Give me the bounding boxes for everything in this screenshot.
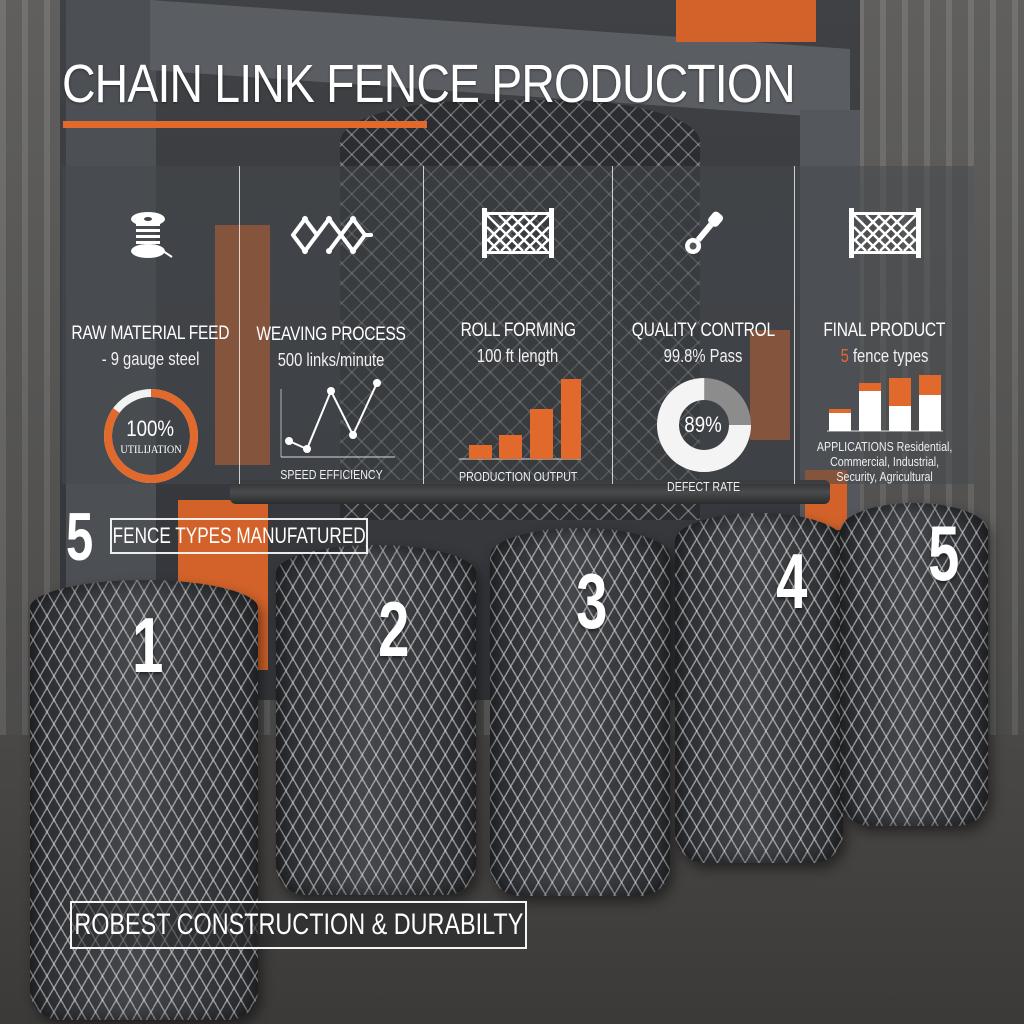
step-title: RAW MATERIAL FEED [71,323,230,344]
fence-roll-3 [490,528,670,896]
fence-types-label: FENCE TYPES MANUFATURED [112,523,366,548]
process-stats-panel: RAW MATERIAL FEED - 9 gauge steel 100% U… [62,166,974,494]
chart-label: PRODUCTION OUTPUT [458,469,578,484]
durability-label: ROBEST CONSTRUCTION & DURABILTY [74,908,523,941]
step-value: - 9 gauge steel [101,349,200,369]
final-product-stacked-bar-chart [826,373,943,433]
speed-efficiency-line-chart [267,377,397,463]
fence-roll-5 [840,503,988,826]
step-final-product: FINAL PRODUCT 5 fence types APPLICATIONS… [795,166,974,484]
roll-number: 5 [928,509,960,597]
step-title: WEAVING PROCESS [256,324,407,345]
roll-number: 1 [132,601,164,689]
fence-panel-icon [847,206,923,260]
fence-roll-4 [675,513,843,863]
chain-link-weave-icon [289,206,375,264]
step-quality-control: QUALITY CONTROL 99.8% Pass 89% DEFECT RA… [613,166,795,494]
fence-roll-2 [276,545,476,895]
utilization-donut: 100% UTILIJATION [103,388,199,484]
page-title: CHAIN LINK FENCE PRODUCTION [62,54,796,114]
step-value: 100 ft length [477,346,559,366]
machine-bracket [676,0,816,42]
step-title: ROLL FORMING [460,320,576,341]
applications-list: APPLICATIONS Residential, Commercial, In… [816,439,953,484]
wire-spool-icon [126,206,176,263]
defect-rate-donut: 89% [656,377,752,473]
defect-rate-value: 89% [684,412,723,437]
step-roll-forming: ROLL FORMING 100 ft length PRODUCTION OU… [424,166,613,484]
step-title: FINAL PRODUCT [823,320,946,341]
chart-label: DEFECT RATE [666,479,741,494]
durability-banner: ROBEST CONSTRUCTION & DURABILTY [70,901,527,949]
fence-type-count: 5 [840,346,849,366]
roller [230,480,830,504]
utilization-value: 100% [126,415,175,441]
chart-label: SPEED EFFICIENCY [280,467,383,482]
roll-number: 4 [776,537,808,625]
step-title: QUALITY CONTROL [631,320,776,341]
production-output-bar-chart [453,375,583,461]
step-raw-material: RAW MATERIAL FEED - 9 gauge steel 100% U… [62,166,240,484]
roll-number: 2 [378,585,410,673]
fence-panel-icon [480,206,556,260]
step-value: 99.8% Pass [664,346,743,366]
fence-types-label-box: FENCE TYPES MANUFATURED [110,518,368,554]
step-value: 5 fence types [840,346,929,366]
fence-types-count: 5 [66,499,94,575]
step-weaving: WEAVING PROCESS 500 links/minute SPEED E… [240,166,424,484]
inspection-tool-icon [679,206,729,260]
step-value: 500 links/minute [278,350,385,370]
utilization-label: UTILIJATION [119,441,182,456]
roll-number: 3 [576,557,608,645]
title-underline [63,121,427,128]
